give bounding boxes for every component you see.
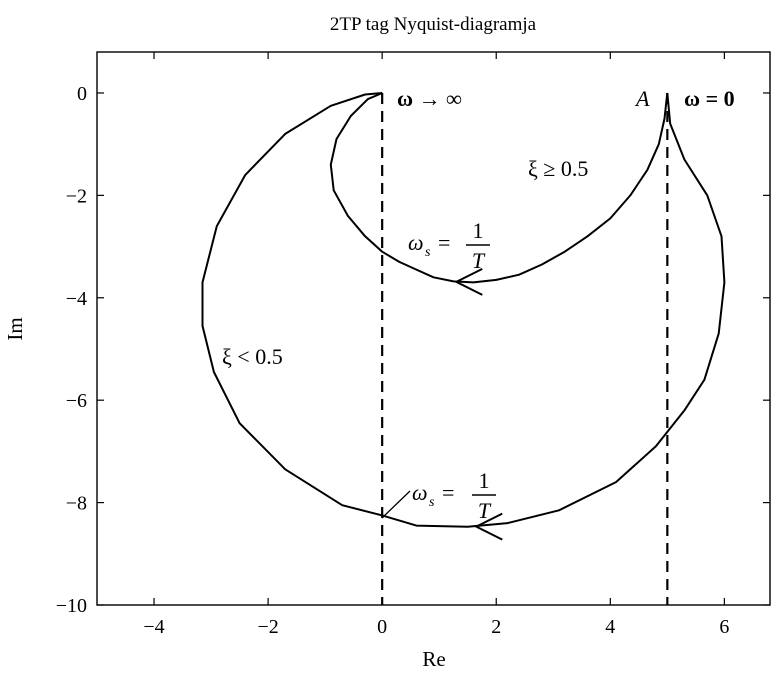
ws-lower-num: 1 (479, 468, 490, 493)
x-tick-label: 0 (377, 616, 387, 638)
ws-lower-leader-line (381, 490, 411, 519)
x-tick-label: 2 (491, 616, 501, 638)
y-tick-label: −10 (56, 595, 87, 617)
annotation-omega-inf: ω → ∞ (397, 86, 462, 111)
x-tick-label: 4 (605, 616, 615, 638)
arrowhead-0 (455, 268, 483, 296)
y-ticks: 0 −2 −4 −6 −8 −10 (56, 83, 770, 617)
y-tick-label: −2 (66, 185, 87, 207)
annotation-omega-zero: ω = 0 (684, 86, 735, 111)
x-ticks: −4 −2 0 2 4 6 (143, 52, 729, 638)
x-tick-label: −4 (143, 616, 164, 638)
ws-lower-sub: s (429, 495, 435, 510)
reference-lines (381, 92, 669, 605)
series-line-0 (329, 92, 669, 284)
annotation-xi-ge: ξ ≥ 0.5 (528, 156, 588, 181)
plot-frame (96, 51, 771, 606)
annotation-ws-lower: ω s = 1 T (381, 468, 496, 523)
ws-upper-eq: = (438, 230, 450, 255)
ws-lower-omega: ω (412, 480, 428, 505)
annotation-point-a: A (634, 86, 650, 111)
y-axis-label: Im (3, 317, 27, 340)
x-axis-label: Re (422, 647, 445, 671)
curves (201, 92, 726, 528)
series-line-1 (201, 92, 726, 528)
ws-upper-sub: s (425, 245, 431, 260)
y-tick-label: −6 (66, 390, 87, 412)
y-tick-label: −8 (66, 493, 87, 515)
annotation-xi-lt: ξ < 0.5 (222, 344, 283, 369)
arrowheads (455, 268, 503, 541)
annotation-ws-upper: ω s = 1 T (408, 218, 490, 273)
ws-lower-eq: = (442, 480, 454, 505)
x-tick-label: −2 (257, 616, 278, 638)
arrowhead-1 (475, 512, 503, 541)
ws-upper-omega: ω (408, 230, 424, 255)
chart-title: 2TP tag Nyquist-diagramja (330, 14, 537, 35)
ws-upper-num: 1 (473, 218, 484, 243)
ws-upper-den: T (472, 248, 486, 273)
ws-lower-den: T (478, 498, 492, 523)
x-tick-label: 6 (719, 616, 729, 638)
y-tick-label: 0 (77, 83, 87, 105)
y-tick-label: −4 (66, 288, 87, 310)
